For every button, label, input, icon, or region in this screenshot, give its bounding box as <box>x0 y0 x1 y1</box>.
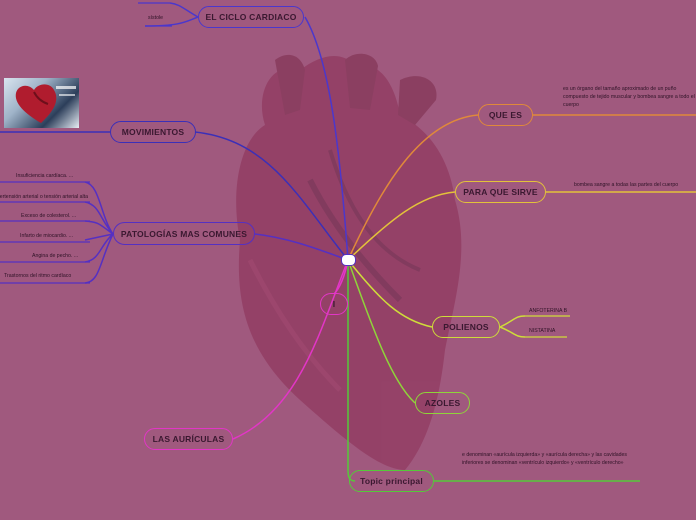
connector-patologias-leaves <box>85 182 113 283</box>
leaf-nistatina[interactable]: NISTATINA <box>529 328 555 334</box>
leaf-anfoterina-b[interactable]: ANFOTERINA B <box>529 308 567 314</box>
connector-polienos-leaves <box>500 316 525 337</box>
leaf-sistole[interactable]: sístole <box>148 15 163 21</box>
node-polienos[interactable]: POLIENOS <box>432 316 500 338</box>
node-para-que-sirve[interactable]: PARA QUE SIRVE <box>455 181 546 203</box>
heart-photo-icon <box>4 78 79 128</box>
para-que-sirve-description[interactable]: bombea sangre a todas las partes del cue… <box>574 182 678 188</box>
node-movimientos[interactable]: MOVIMIENTOS <box>110 121 196 143</box>
node-topic-principal[interactable]: Topic principal <box>349 470 434 492</box>
que-es-description[interactable]: es un órgano del tamaño aproximado de un… <box>563 86 696 109</box>
leaf-pathology[interactable]: Angina de pecho. ... <box>32 253 78 259</box>
node-small[interactable]: I <box>320 293 348 315</box>
leaf-pathology[interactable]: Insuficiencia cardíaca. ... <box>16 173 73 179</box>
node-las-auriculas[interactable]: LAS AURÍCULAS <box>144 428 233 450</box>
topic-description[interactable]: e denominan «aurícula izquierda» y «aurí… <box>462 452 640 468</box>
node-azoles[interactable]: AZOLES <box>415 392 470 414</box>
central-topic[interactable] <box>341 254 356 266</box>
node-patologias[interactable]: PATOLOGÍAS MAS COMUNES <box>113 222 255 245</box>
heart-image <box>4 78 79 128</box>
leaf-pathology[interactable]: Exceso de colesterol. ... <box>21 213 76 219</box>
leaf-pathology[interactable]: Hipertensión arterial o tensión arterial… <box>0 194 88 200</box>
node-ciclo-cardiaco[interactable]: EL CICLO CARDIACO <box>198 6 304 28</box>
leaf-pathology[interactable]: Infarto de miocardio. ... <box>20 233 73 239</box>
node-que-es[interactable]: QUE ES <box>478 104 533 126</box>
leaf-pathology[interactable]: Trastornos del ritmo cardíaco <box>4 273 71 279</box>
